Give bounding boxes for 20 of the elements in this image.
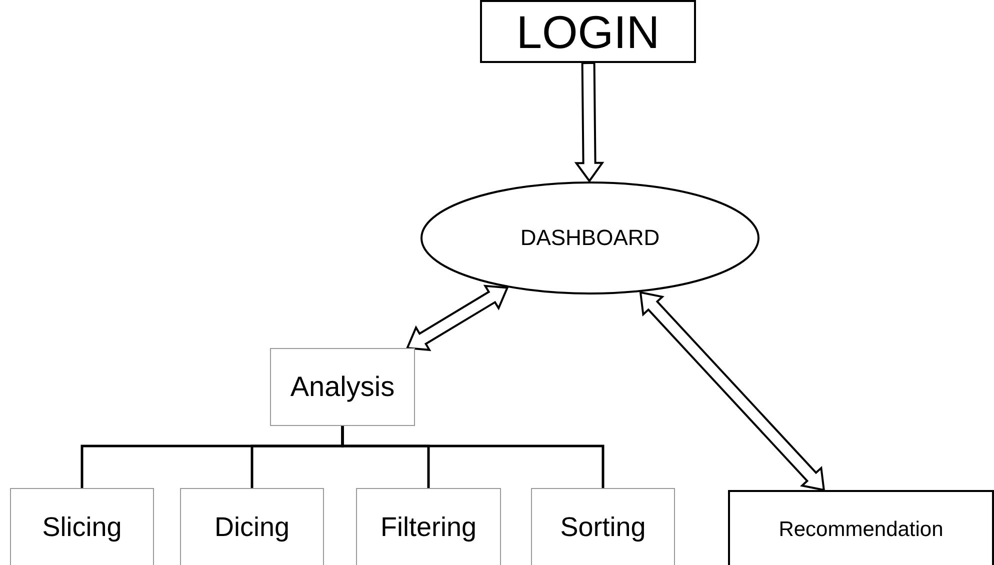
node-label: Slicing bbox=[42, 512, 122, 542]
node-label: Filtering bbox=[380, 512, 477, 542]
node-label: Analysis bbox=[290, 371, 395, 403]
process-box bbox=[270, 348, 415, 426]
process-box bbox=[531, 488, 675, 565]
connector-line bbox=[341, 426, 604, 488]
node-label: DASHBOARD bbox=[520, 225, 660, 251]
block-arrow bbox=[639, 291, 826, 492]
node-label: LOGIN bbox=[516, 4, 660, 58]
block-arrow bbox=[406, 284, 509, 352]
process-box bbox=[356, 488, 501, 565]
process-box bbox=[10, 488, 154, 565]
node-label: Dicing bbox=[214, 512, 290, 542]
process-box bbox=[480, 0, 696, 63]
process-box bbox=[180, 488, 324, 565]
node-label: Sorting bbox=[560, 512, 646, 542]
ellipse-node bbox=[420, 181, 760, 295]
node-label: Recommendation bbox=[778, 518, 944, 542]
block-arrow bbox=[574, 62, 604, 183]
process-box bbox=[728, 490, 994, 565]
